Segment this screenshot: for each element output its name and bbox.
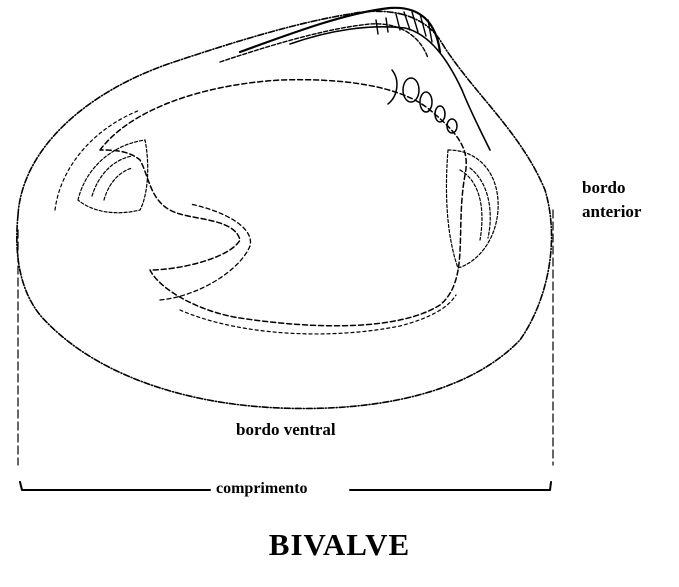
pallial-line xyxy=(100,80,466,326)
diagram-title: BIVALVE xyxy=(0,527,679,563)
posterior-muscle-scar xyxy=(78,140,148,213)
ventral-edge-label: bordo ventral xyxy=(236,420,336,440)
hinge-loops xyxy=(388,70,457,133)
anterior-muscle-scar xyxy=(446,150,498,268)
ligament-band xyxy=(290,27,490,150)
length-bracket-right xyxy=(350,482,551,490)
anterior-edge-label-line2: anterior xyxy=(582,200,641,224)
pallial-sinus-inner xyxy=(160,204,250,300)
pallial-line-lower xyxy=(180,295,456,334)
length-bracket-left xyxy=(20,482,210,490)
anterior-edge-label: bordo anterior xyxy=(582,176,641,224)
anterior-edge-label-line1: bordo xyxy=(582,176,641,200)
umbo-ridge-inner xyxy=(220,24,428,62)
length-label: comprimento xyxy=(212,480,312,498)
